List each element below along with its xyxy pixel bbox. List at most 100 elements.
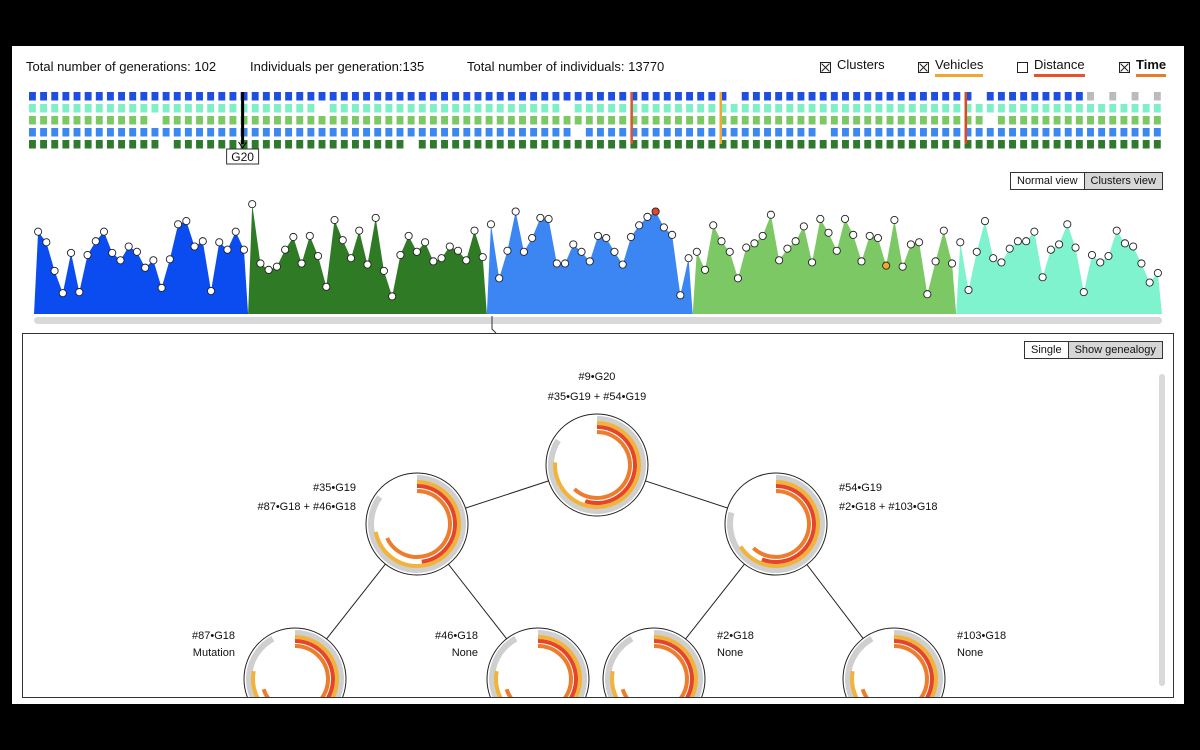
root-title: #9•G20 (579, 371, 616, 383)
time-checkbox[interactable] (1119, 61, 1130, 73)
strip-cell (118, 140, 126, 149)
show-genealogy-button[interactable]: Show genealogy (1067, 342, 1162, 358)
cluster-point (1112, 226, 1121, 235)
vehicles-checkbox[interactable] (918, 61, 929, 73)
strip-cell (407, 116, 415, 125)
strip-cell (1053, 116, 1061, 125)
strip-cell (1009, 92, 1016, 101)
strip-cell (741, 116, 749, 125)
toggle-distance[interactable]: Distance (1017, 57, 1085, 77)
strip-cell (741, 128, 749, 137)
strip-cell (975, 140, 983, 149)
strip-cell (842, 128, 849, 137)
strip-cell (819, 104, 827, 113)
strip-cell (129, 104, 137, 113)
cluster-point (231, 227, 240, 236)
cluster-point (478, 253, 487, 262)
strip-cell (730, 104, 738, 113)
strip-cell (819, 128, 827, 137)
strip-cell (797, 116, 805, 125)
strip-cell (307, 104, 315, 113)
strip-cell (853, 116, 861, 125)
strip-cell (697, 92, 705, 101)
strip-cell (151, 140, 159, 149)
strip-cell (351, 140, 359, 149)
strip-cell (51, 92, 59, 101)
strip-cell (274, 140, 281, 149)
vertical-scrollbar[interactable] (1159, 374, 1165, 686)
strip-cell (563, 116, 571, 125)
strip-cell (808, 116, 816, 125)
strip-cell (51, 128, 59, 137)
single-button[interactable]: Single (1031, 344, 1062, 356)
cluster-point (668, 230, 677, 239)
strip-cell (997, 140, 1005, 149)
strip-cell (597, 116, 604, 125)
strip-cell (1098, 116, 1106, 125)
generation-strip[interactable]: G20 (29, 92, 1169, 168)
cluster-point (659, 223, 668, 232)
strip-cell (775, 128, 783, 137)
strip-cell (864, 104, 872, 113)
strip-cell (519, 116, 526, 125)
strip-cell (652, 92, 660, 101)
strip-cell (708, 140, 716, 149)
strip-cell (73, 128, 81, 137)
strip-cell (719, 116, 727, 125)
fitness-arc (738, 480, 820, 568)
clusters-checkbox[interactable] (820, 61, 831, 73)
strip-cell (842, 104, 849, 113)
strip-cell (908, 104, 916, 113)
toggle-clusters[interactable]: Clusters (820, 57, 885, 77)
strip-cell (496, 116, 504, 125)
strip-cell (563, 140, 571, 149)
cluster-point (569, 240, 578, 249)
strip-cell (173, 140, 181, 149)
strip-cell (207, 92, 215, 101)
fitness-arc (294, 639, 335, 697)
strip-cell (608, 116, 616, 125)
strip-cell (429, 116, 437, 125)
fitness-arc (653, 639, 694, 697)
strip-cell (1109, 104, 1117, 113)
cluster-point (1038, 273, 1047, 282)
fitness-arc (553, 421, 641, 509)
clusters-view-button[interactable]: Clusters view (1083, 173, 1162, 189)
strip-cell (474, 92, 482, 101)
strip-cell (251, 128, 259, 137)
strip-cell (418, 128, 426, 137)
cluster-point (980, 217, 990, 226)
strip-cell (942, 128, 950, 137)
cluster-point (338, 236, 347, 245)
strip-cell (463, 116, 471, 125)
clusters-area-chart[interactable] (32, 196, 1172, 332)
strip-cell (942, 104, 950, 113)
toggle-time[interactable]: Time (1119, 57, 1167, 77)
strip-cell (1087, 92, 1094, 101)
strip-cell (1053, 140, 1061, 149)
strip-cell (1120, 92, 1128, 101)
strip-cell (1153, 128, 1161, 137)
horizontal-scrollbar[interactable] (34, 317, 1162, 324)
strip-cell (931, 104, 939, 113)
strip-cell (95, 116, 103, 125)
strip-cell (307, 128, 315, 137)
strip-cell (552, 116, 560, 125)
strip-cell (1131, 92, 1139, 101)
strip-cell (619, 128, 627, 137)
strip-cell (29, 128, 36, 137)
strip-cell (1109, 116, 1117, 125)
strip-cell (340, 140, 348, 149)
distance-checkbox[interactable] (1017, 61, 1028, 73)
strip-cell (530, 140, 538, 149)
toggle-vehicles[interactable]: Vehicles (918, 57, 984, 77)
cluster-point (882, 261, 891, 270)
strip-cell (986, 128, 994, 137)
cluster-point (1030, 227, 1039, 236)
normal-view-button[interactable]: Normal view (1017, 175, 1078, 187)
strip-cell (1131, 140, 1139, 149)
selected-generation-box (226, 148, 260, 165)
strip-cell (106, 116, 114, 125)
cluster-point (363, 260, 372, 269)
strip-cell (1064, 92, 1072, 101)
